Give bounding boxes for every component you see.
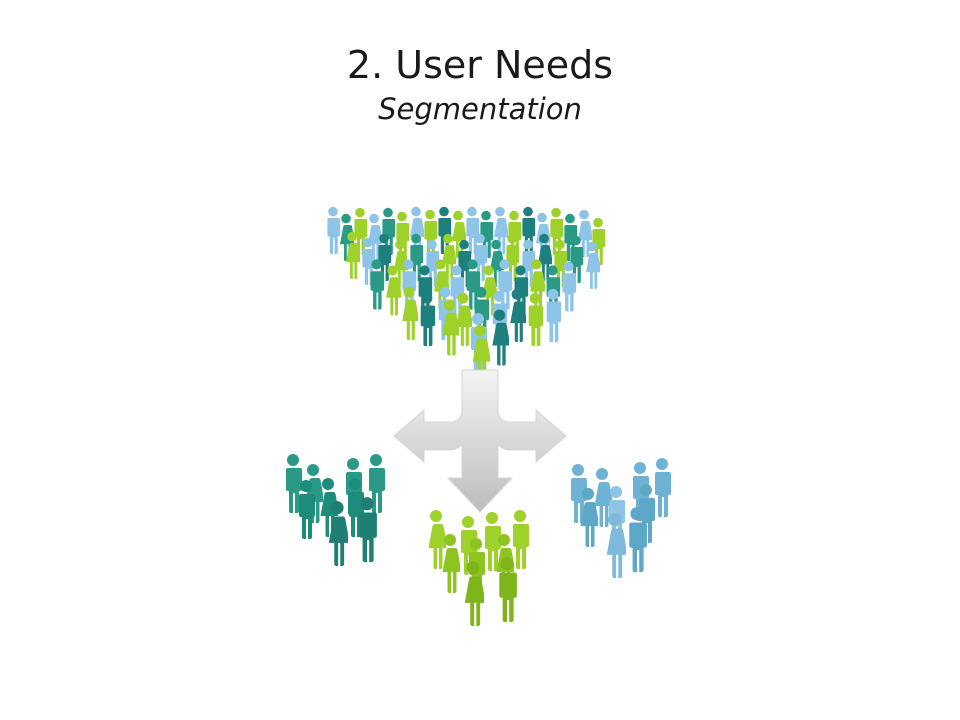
split-arrow [393, 369, 567, 513]
top-crowd [327, 206, 606, 382]
left-segment-group [286, 454, 385, 566]
center-segment-group [428, 510, 529, 626]
right-segment-group [571, 458, 671, 578]
title-block: 2. User Needs Segmentation [0, 40, 960, 128]
slide-title: 2. User Needs [346, 43, 614, 87]
slide-subtitle: Segmentation [378, 92, 582, 126]
